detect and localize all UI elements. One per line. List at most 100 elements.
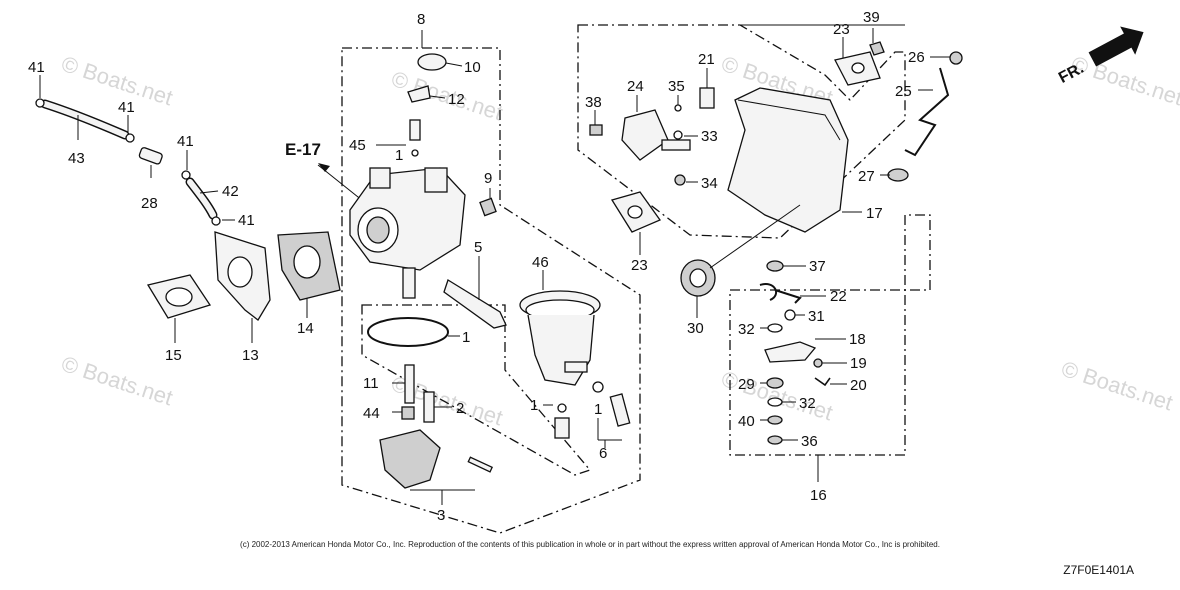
jet-44 (401, 406, 415, 420)
callout: 21 (698, 51, 715, 68)
callout: 5 (474, 239, 482, 256)
leader-lines (39, 28, 950, 505)
callout: 25 (895, 83, 912, 100)
drain-fitting (564, 361, 588, 373)
leader-line (709, 204, 801, 269)
callout: 1 (594, 401, 602, 418)
callout: 8 (417, 11, 425, 28)
o-ring-1 (367, 317, 449, 347)
float-chamber (527, 314, 595, 386)
callout: 23 (631, 257, 648, 274)
diagram-code: Z7F0E1401A (1063, 563, 1134, 577)
callout-labels: 8 10 12 45 1 9 5 1 11 44 2 3 46 1 1 6 41… (28, 9, 925, 524)
callout: 10 (464, 59, 481, 76)
copyright-notice: (c) 2002-2013 American Honda Motor Co., … (240, 540, 940, 549)
washer-36 (767, 435, 783, 445)
cap-10 (417, 53, 447, 71)
bolt-1 (554, 417, 570, 439)
lever-12 (407, 85, 431, 103)
washer-32 (767, 323, 783, 333)
main-jet-11 (404, 364, 415, 404)
callout: 15 (165, 347, 182, 364)
callout: 16 (810, 487, 827, 504)
screw-9 (479, 197, 497, 217)
callout: 3 (437, 507, 445, 524)
bracket-flange (737, 99, 841, 141)
float-bowl-group (367, 317, 494, 489)
callout: 41 (118, 99, 135, 116)
callout: 23 (833, 21, 850, 38)
clip-41 (125, 133, 135, 143)
callout: 1 (530, 397, 538, 414)
nut-19 (813, 358, 823, 368)
clip-41 (181, 170, 191, 180)
washer-1 (411, 149, 419, 157)
choke-housing (424, 167, 448, 193)
clip-41 (211, 216, 221, 226)
callout: 34 (701, 175, 718, 192)
callout: 27 (858, 168, 875, 185)
callout: 43 (68, 150, 85, 167)
rod-20 (814, 377, 831, 387)
callout: 24 (627, 78, 644, 95)
insulator-bore (165, 287, 193, 307)
clip-21 (699, 87, 715, 109)
washer-32 (767, 397, 783, 407)
fuel-tube-group (35, 98, 221, 226)
float-pin (467, 456, 494, 473)
nut-39 (869, 41, 885, 56)
valve-24 (621, 109, 669, 161)
fuel-tube-43-inner (42, 101, 128, 138)
pulley-hub (689, 268, 707, 288)
plate-bore (227, 256, 253, 288)
plate-13 (214, 231, 271, 321)
drain-screw-6 (609, 393, 631, 427)
callout: 28 (141, 195, 158, 212)
callout: 40 (738, 413, 755, 430)
lever-assembly-boundary (729, 214, 931, 456)
callout: 45 (349, 137, 366, 154)
callout: 1 (395, 147, 403, 164)
callout: 9 (484, 170, 492, 187)
clip-41 (35, 98, 45, 108)
callout: 2 (456, 400, 464, 417)
nut-37 (766, 260, 784, 272)
callout: 41 (177, 133, 194, 150)
callout: 13 (242, 347, 259, 364)
pulley-assembly-boundary (577, 24, 906, 239)
venturi-throat (366, 216, 390, 244)
callout: 42 (222, 183, 239, 200)
callout: 20 (850, 377, 867, 394)
carburetor-body (349, 53, 507, 329)
gasket-23-hole (627, 205, 643, 219)
bracket-17 (727, 87, 849, 233)
callout: 32 (738, 321, 755, 338)
float-3 (379, 429, 441, 489)
pilot-screw-5 (443, 279, 507, 329)
watermark: © Boats.net (1068, 51, 1180, 110)
callout: 22 (830, 288, 847, 305)
washer-40 (767, 415, 783, 425)
washer-1 (557, 403, 567, 413)
callout: 26 (908, 49, 925, 66)
callout: 1 (462, 329, 470, 346)
gasket-14 (277, 231, 341, 301)
fuel-tube-42-inner (187, 179, 216, 218)
washer-31 (784, 309, 796, 321)
callout: 37 (809, 258, 826, 275)
insulator-15 (146, 274, 212, 319)
gasket-bore (293, 245, 321, 279)
callout: 41 (28, 59, 45, 76)
callout: 11 (363, 375, 379, 392)
spring-22 (759, 283, 802, 304)
callout: 12 (448, 91, 465, 108)
callout: 14 (297, 320, 314, 337)
callout: 18 (849, 331, 866, 348)
callout: 29 (738, 376, 755, 393)
valve-stem (661, 139, 691, 151)
callout: 44 (363, 405, 380, 422)
callout: 38 (585, 94, 602, 111)
washer-1 (592, 381, 604, 393)
